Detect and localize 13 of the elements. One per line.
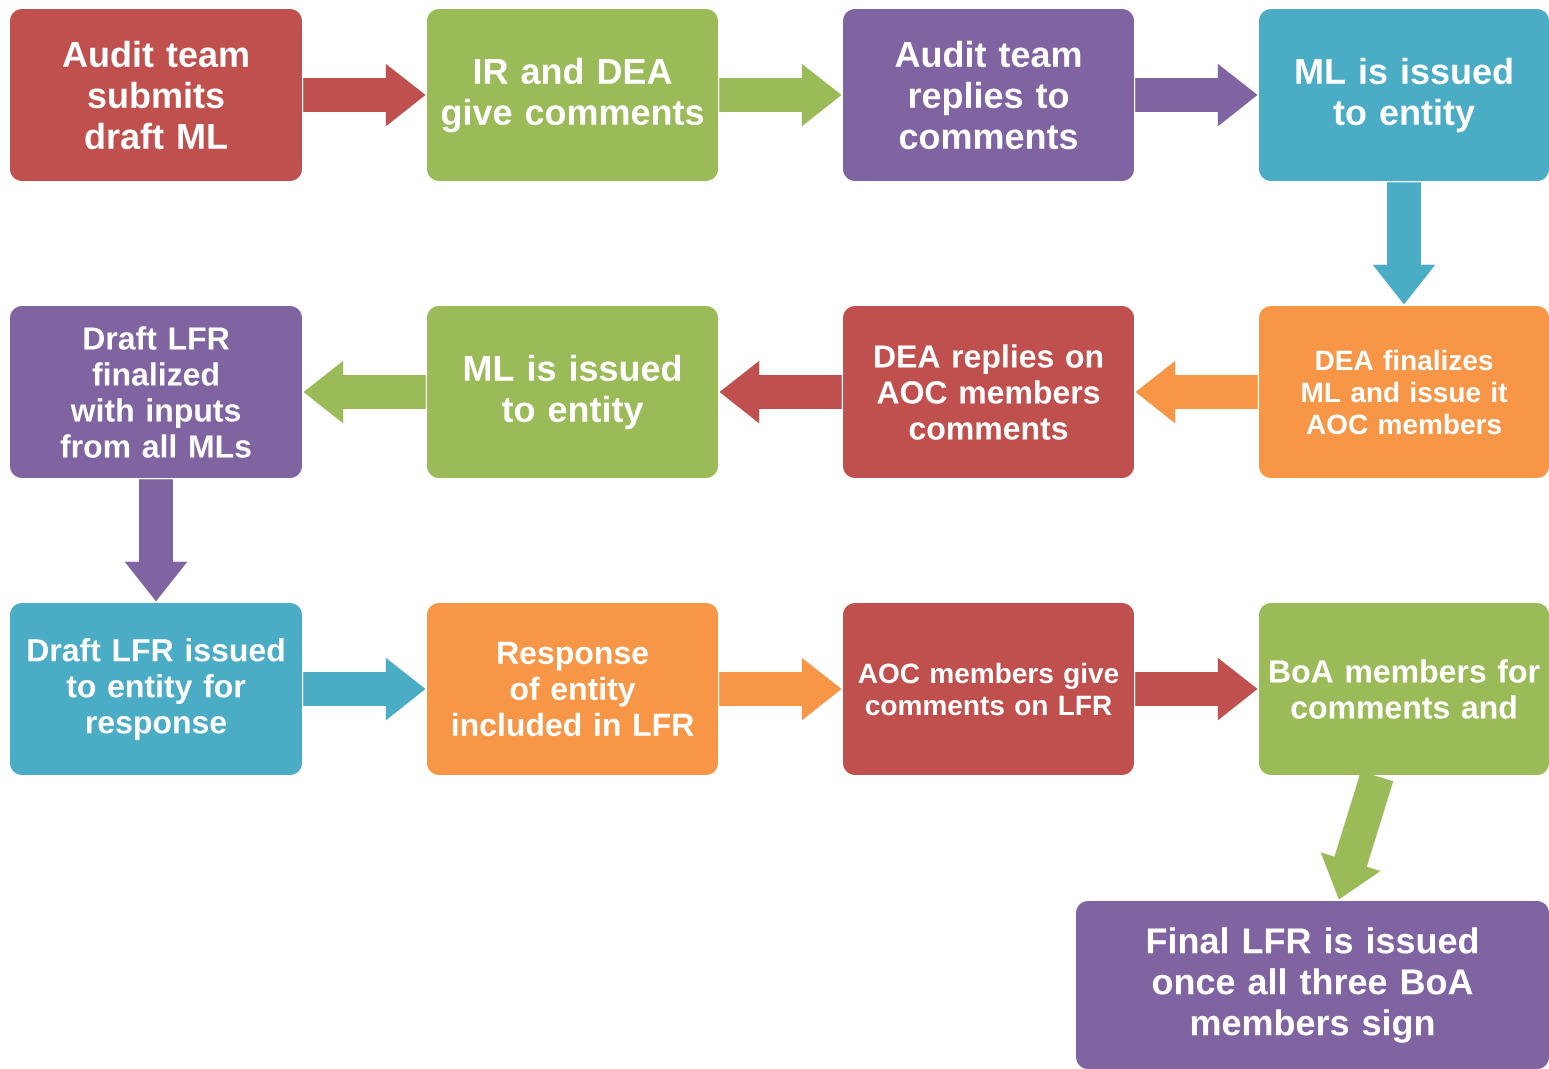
process-box: IR and DEA give comments bbox=[427, 9, 718, 181]
process-box: ML is issued to entity bbox=[1259, 9, 1549, 181]
process-box: DEA replies on AOC members comments bbox=[843, 306, 1134, 478]
process-box: Draft LFR finalized with inputs from all MLs bbox=[10, 306, 302, 478]
process-box: Audit team replies to comments bbox=[843, 9, 1134, 181]
process-box: Draft LFR issued to entity for response bbox=[10, 603, 302, 775]
process-box: Response of entity included in LFR bbox=[427, 603, 718, 775]
process-box: ML is issued to entity bbox=[427, 306, 718, 478]
process-box: DEA finalizes ML and issue it AOC members bbox=[1259, 306, 1549, 478]
process-box: Audit team submits draft ML bbox=[10, 9, 302, 181]
process-box: BoA members for comments and bbox=[1259, 603, 1549, 775]
process-box: AOC members give comments on LFR bbox=[843, 603, 1134, 775]
process-box: Final LFR is issued once all three BoA members sign bbox=[1076, 901, 1549, 1069]
